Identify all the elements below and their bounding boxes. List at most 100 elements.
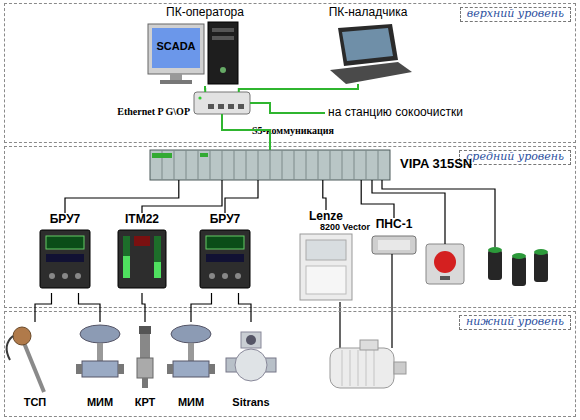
plc-controller: VIPA 315SN (150, 150, 390, 180)
flow-meter-art (241, 332, 261, 348)
signal-wire (225, 180, 258, 213)
pressure-sensor-art (142, 378, 148, 388)
regulator-art (222, 273, 228, 279)
operator-pc-art (148, 22, 238, 84)
device-label: Sitrans (214, 396, 288, 409)
operator-pc-art (208, 22, 238, 84)
signal-wire (79, 293, 101, 322)
operator-pc-art (220, 67, 226, 73)
level-label: нижний уровень (459, 315, 571, 330)
engineer-laptop: ПК-наладчика (318, 6, 418, 84)
ethernet-switch-art (238, 104, 244, 109)
note-label: на станцию сокоочистки (328, 106, 463, 120)
valve-actuator-art (76, 364, 82, 374)
converter-art (372, 236, 416, 254)
converter-device: ПНС-1 (370, 218, 418, 256)
regulator-art (206, 254, 244, 262)
signal-wire (361, 180, 394, 218)
converter-art (372, 236, 416, 254)
regulator-art (75, 273, 81, 279)
regulator-device: БРУ7 (198, 213, 252, 293)
signal-wire (191, 293, 212, 322)
level-label: средний уровень (459, 150, 571, 165)
signal-lamp (512, 256, 526, 286)
ethernet-switch-art (228, 104, 234, 109)
valve-actuator-art (173, 361, 209, 377)
operator-pc-art (212, 36, 234, 40)
valve-actuator-art (76, 325, 215, 377)
indicator-art (134, 236, 150, 246)
regulator-art (62, 273, 68, 279)
device-label: ПК-оператора (148, 6, 262, 20)
indicator-art (123, 236, 130, 278)
signal-wire (142, 293, 145, 322)
temperature-sensor-art (7, 336, 13, 360)
indicator-art (118, 230, 166, 288)
signal-lamp (488, 247, 502, 253)
frequency-drive: Lenze8200 Vector (298, 210, 354, 302)
operator-pc-art (148, 24, 204, 74)
device-label: 8200 Vector (320, 222, 370, 232)
valve-actuator-art (97, 343, 103, 361)
flow-meter-art (235, 349, 267, 381)
motor (394, 362, 406, 374)
motor (330, 340, 406, 388)
ethernet-switch-art (218, 104, 224, 109)
device-label: ПК-наладчика (318, 6, 418, 20)
device-label: БРУ7 (198, 213, 252, 227)
signal-wire (239, 293, 252, 322)
plc-rack-art (150, 150, 390, 180)
signal-lamp (488, 247, 548, 286)
push-button (440, 276, 450, 280)
note-label: S5-коммуникация (252, 125, 334, 137)
signal-lamp (488, 250, 502, 280)
engineer-laptop-art (330, 62, 412, 84)
device-label: ПНС-1 (370, 218, 418, 232)
ethernet-switch: Ethernet P G\OP (194, 92, 250, 114)
motor (342, 350, 374, 386)
plc-rack-art (152, 153, 172, 158)
ethernet-switch-art (208, 104, 214, 109)
flow-meter-art (246, 335, 256, 345)
indicator-device: ITM22 (116, 213, 168, 293)
operator-pc-art (152, 28, 200, 68)
device-label: VIPA 315SN (400, 157, 472, 172)
signal-lamp (534, 252, 548, 282)
valve-actuator-art (167, 364, 173, 374)
signal-lamp (534, 249, 548, 255)
pressure-sensor-art (137, 358, 153, 378)
frequency-drive-art (300, 234, 352, 300)
plc-rack-art (162, 150, 378, 180)
operator-pc: ПК-оператораSCADA (148, 6, 262, 86)
network-link (222, 114, 270, 150)
level-band: нижний уровеньТСПМИМКРТМИМSitrans (4, 311, 576, 417)
level-label: верхний уровень (460, 7, 571, 22)
temperature-sensor-art (22, 338, 44, 392)
pressure-sensor: КРТ (128, 322, 162, 410)
valve-actuator-art (82, 361, 118, 377)
indicator-art (154, 236, 161, 278)
network-link (204, 86, 206, 92)
network-link (239, 84, 358, 92)
device-label: Ethernet P G\OP (117, 106, 190, 118)
plc-rack-art (150, 150, 390, 180)
ethernet-switch-art (194, 92, 250, 114)
temperature-sensor-art (7, 327, 44, 392)
frequency-drive-art (306, 266, 346, 294)
valve-actuator-art (118, 364, 124, 374)
signal-wire (65, 180, 179, 213)
operator-pc-art (160, 80, 192, 84)
operator-pc-art (212, 28, 234, 32)
regulator-device: БРУ7 (38, 213, 92, 293)
plc-rack-art (200, 153, 208, 157)
push-button (426, 244, 464, 284)
flow-meter: Sitrans (222, 322, 280, 410)
pressure-sensor-art (139, 326, 151, 334)
regulator-art (46, 236, 84, 249)
ethernet-switch-art (198, 96, 201, 99)
motor (330, 348, 394, 388)
device-label: БРУ7 (38, 213, 92, 227)
device-label: SCADA (152, 40, 200, 53)
